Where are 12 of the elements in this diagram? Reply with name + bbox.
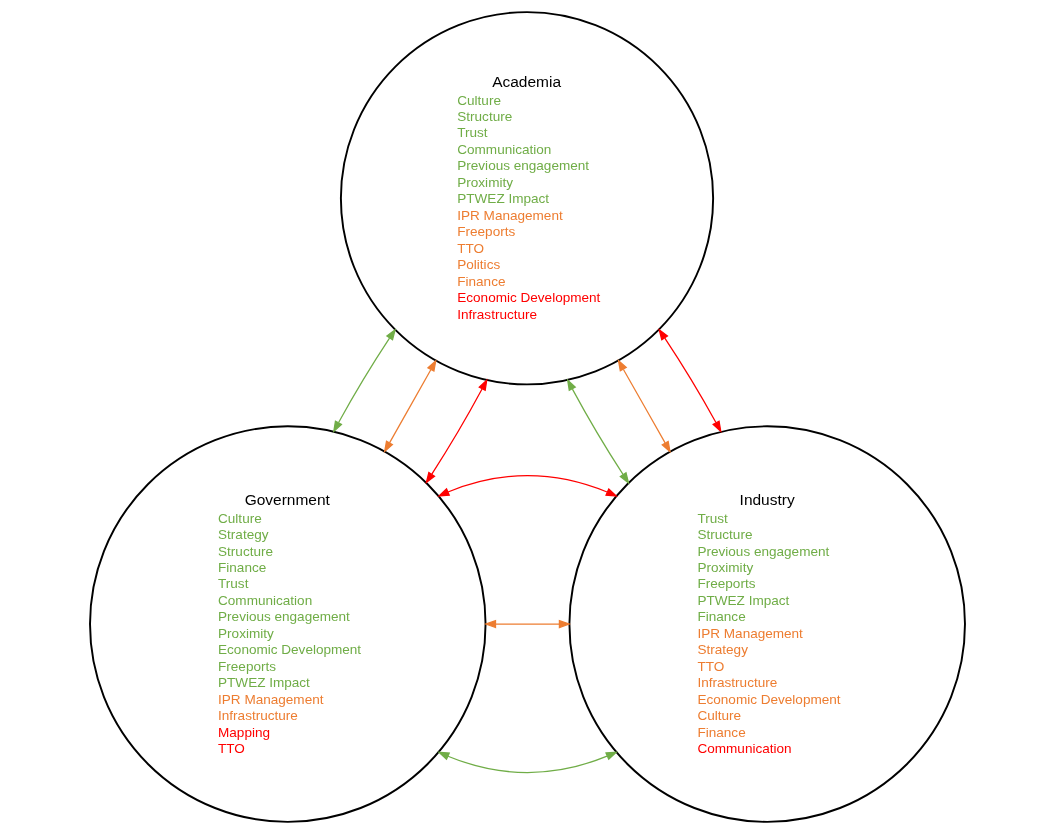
arrow — [437, 751, 618, 774]
arrow — [383, 359, 437, 454]
arrow — [566, 378, 630, 485]
arrow — [658, 328, 722, 434]
arrow — [483, 619, 571, 629]
node-circle: Academia Culture Structure Trust Communication Previous engagement Proximity PTWEZ Impact IPR Management Freeports TTO Politics Finance Economic Development Infrastructure — [339, 11, 715, 386]
arrow — [332, 328, 397, 434]
arrow — [617, 359, 671, 454]
arrow — [425, 378, 488, 485]
node-circle: Industry Trust Structure Previous engagement Proximity Freeports PTWEZ Impact Finance IPR Management Strategy TTO Infrastructure Economic Development Culture Finance Communication — [568, 425, 966, 823]
arrow — [437, 475, 618, 497]
node-circle: Government Culture Strategy Structure Finance Trust Communication Previous engagement Proximity Economic Development Freeports PTWEZ Impact IPR Management Infrastructure Mapping TTO — [89, 425, 487, 823]
